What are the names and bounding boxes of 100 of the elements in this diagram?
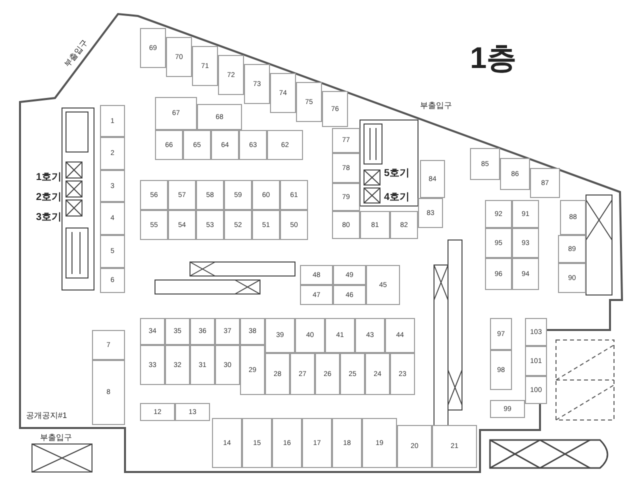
store-unit [512,258,539,290]
store-unit [525,376,547,404]
store-unit [322,91,348,127]
store-unit [242,418,272,468]
store-unit [272,418,302,468]
store-unit [490,318,512,350]
store-unit [302,418,332,468]
store-unit [92,360,125,425]
store-unit [183,130,211,160]
elevator-label: 1호기 [36,171,62,184]
entrance-label: 부출입구 [420,100,452,111]
store-unit [100,137,125,170]
store-unit [212,418,242,468]
store-unit [558,235,586,263]
store-unit [265,318,295,353]
store-unit [360,211,390,239]
store-unit [239,130,267,160]
store-unit [190,318,215,345]
store-unit [252,210,280,240]
store-unit [215,345,240,385]
store-unit [140,403,175,421]
store-unit [100,170,125,202]
store-unit [512,228,539,258]
store-unit [485,228,512,258]
area-label: 공개공지#1 [26,410,67,421]
store-unit [397,425,432,468]
store-unit [340,353,365,395]
store-unit [211,130,239,160]
store-unit [333,265,366,285]
store-unit [385,318,415,353]
store-unit [490,400,525,418]
store-unit [140,180,168,210]
store-unit [295,318,325,353]
store-unit [300,285,333,305]
store-unit [365,353,390,395]
store-unit [190,345,215,385]
store-unit [280,210,308,240]
store-unit [280,180,308,210]
elevator-label: 5호기 [384,167,410,180]
store-unit [165,318,190,345]
store-unit [558,263,586,293]
store-unit [218,55,244,95]
store-unit [332,128,360,153]
store-unit [155,130,183,160]
store-unit [470,148,500,180]
store-unit [525,346,547,376]
store-unit [252,180,280,210]
store-unit [140,28,166,68]
store-unit [420,160,445,198]
store-unit [168,210,196,240]
store-unit [140,318,165,345]
store-unit [240,318,265,345]
store-unit [165,345,190,385]
store-unit [270,73,296,113]
store-unit [92,330,125,360]
store-unit [100,105,125,137]
elevator-label: 3호기 [36,211,62,224]
store-unit [418,198,443,228]
store-unit [244,64,270,104]
store-unit [224,180,252,210]
store-unit [168,180,196,210]
store-unit [332,183,360,211]
store-unit [192,46,218,86]
store-unit [196,180,224,210]
store-unit [512,200,539,228]
store-unit [332,153,360,183]
store-unit [197,104,242,130]
store-unit [100,202,125,235]
store-unit [560,200,586,235]
store-unit [332,418,362,468]
store-unit [332,211,360,239]
store-unit [432,425,477,468]
store-unit [366,265,400,305]
store-unit [155,97,197,130]
store-unit [100,268,125,293]
store-unit [296,82,322,122]
elevator-label: 2호기 [36,191,62,204]
floor-label: 1층 [470,41,517,77]
store-unit [265,353,290,395]
store-unit [390,211,418,239]
entrance-label: 부출입구 [40,432,72,443]
store-unit [267,130,303,160]
store-unit [333,285,366,305]
store-unit [315,353,340,395]
store-unit [100,235,125,268]
store-unit [175,403,210,421]
store-unit [224,210,252,240]
store-unit [485,200,512,228]
store-unit [490,350,512,390]
store-unit [485,258,512,290]
store-unit [166,37,192,77]
store-unit [290,353,315,395]
store-unit [362,418,397,468]
store-unit [525,318,547,346]
store-unit [390,353,415,395]
store-unit [140,345,165,385]
store-unit [140,210,168,240]
store-unit [355,318,385,353]
store-unit [530,168,560,198]
store-unit [500,158,530,190]
